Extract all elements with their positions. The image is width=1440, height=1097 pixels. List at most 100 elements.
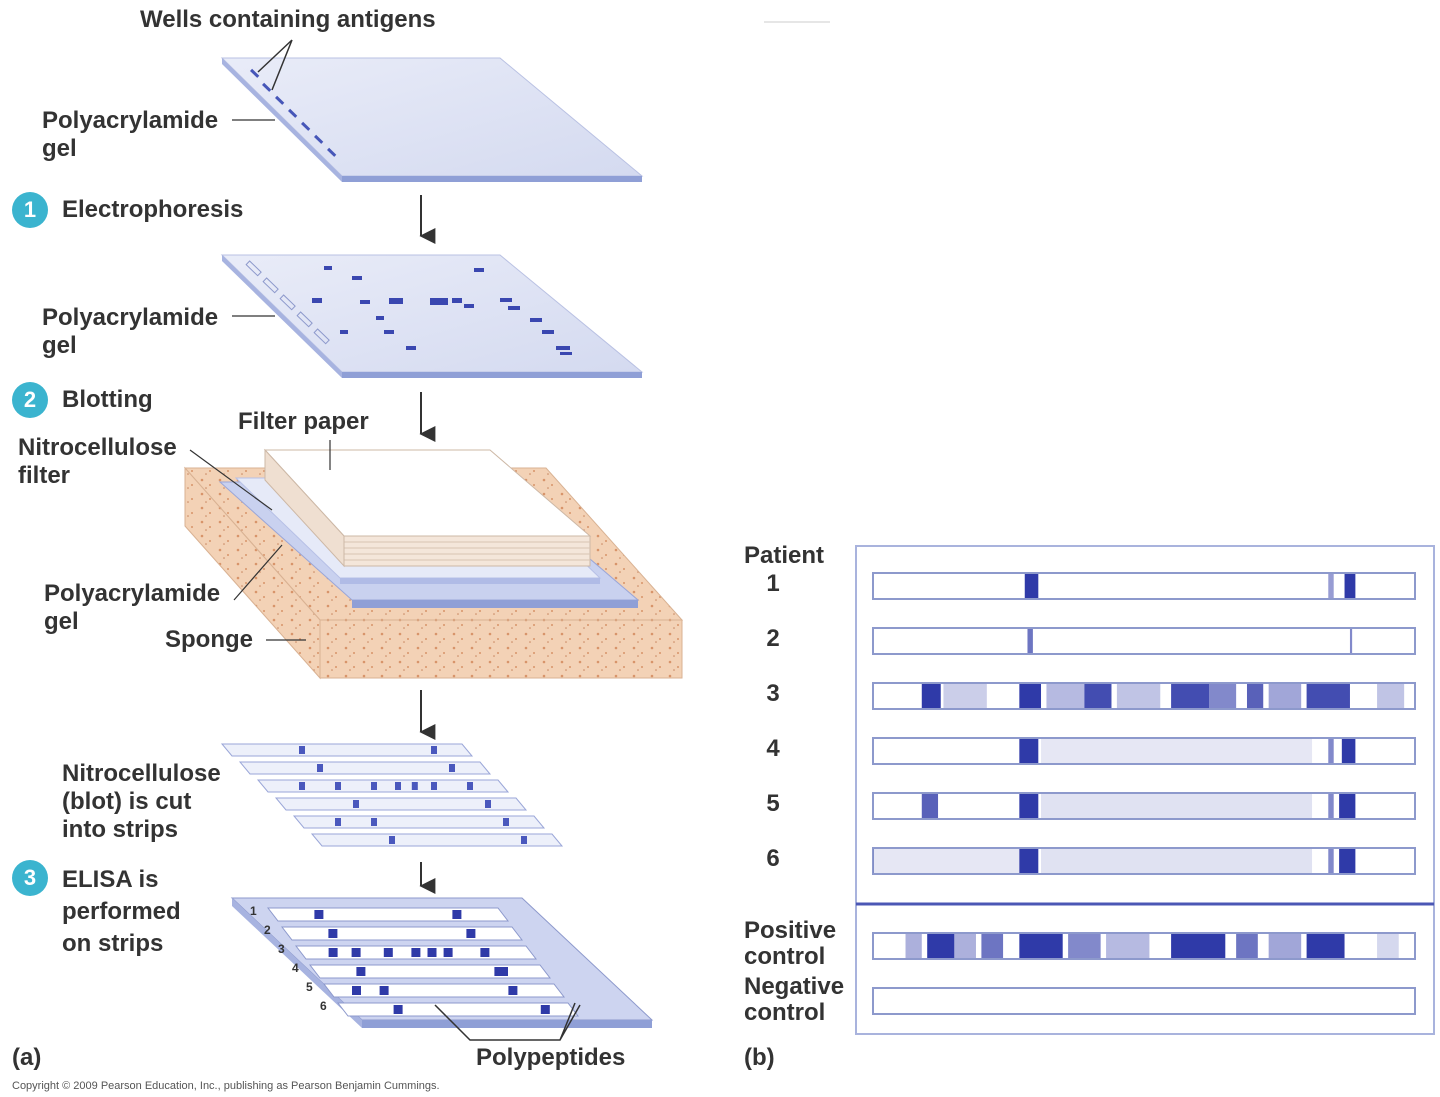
result-band (1116, 684, 1161, 708)
copyright: Copyright © 2009 Pearson Education, Inc.… (12, 1080, 440, 1092)
result-band (954, 934, 976, 958)
tray-band (411, 948, 421, 957)
result-strip (872, 987, 1416, 1015)
step-2-badge: 2 (12, 382, 48, 418)
result-band (1046, 684, 1085, 708)
tray-band (393, 1005, 403, 1014)
strip-band (431, 746, 437, 754)
result-band (1019, 739, 1039, 763)
result-band (1328, 794, 1334, 818)
results-frame (855, 545, 1435, 1035)
patient-number: 3 (766, 680, 780, 707)
sponge-label: Sponge (165, 626, 253, 653)
strip-band (521, 836, 527, 844)
strip-band (317, 764, 323, 772)
tray-band (499, 967, 508, 976)
tray-band (351, 948, 361, 957)
patient-number: 6 (766, 845, 780, 872)
step-2-label: Blotting (62, 386, 153, 413)
result-band (981, 934, 1004, 958)
result-strip (872, 627, 1416, 655)
positive-control-label: Positive control (744, 917, 837, 970)
patient-header: Patient (744, 542, 825, 569)
cut-strip (274, 797, 528, 811)
result-band (1027, 629, 1033, 653)
strip-band (395, 782, 401, 790)
step-3-label: ELISA is performed on strips (62, 866, 181, 957)
result-band (1019, 794, 1039, 818)
gel-label-2: Polyacrylamide gel (42, 304, 219, 359)
tray-band (452, 910, 462, 919)
strip-band (411, 782, 418, 790)
nitro-filter-label: Nitrocellulose filter (18, 434, 177, 489)
result-band (1328, 574, 1334, 598)
result-band (1341, 739, 1356, 763)
strip-band (371, 818, 377, 826)
result-band (1344, 574, 1356, 598)
step-3-badge: 3 (12, 860, 48, 896)
result-band (1377, 684, 1405, 708)
result-strip (872, 572, 1416, 600)
tray-strip (280, 926, 524, 941)
tray-band (379, 986, 389, 995)
result-band (921, 794, 939, 818)
result-band (943, 684, 987, 708)
result-band (1377, 934, 1399, 958)
tray-band (328, 948, 338, 957)
strip-band (335, 782, 341, 790)
result-strip (872, 737, 1416, 765)
tray-band (494, 967, 504, 976)
cut-strip (310, 833, 564, 847)
gel3-pointer (233, 544, 283, 601)
result-band (1041, 794, 1313, 818)
result-strips (872, 572, 1416, 1015)
tray-number: 5 (306, 980, 313, 994)
result-band (1268, 684, 1302, 708)
strip-band (371, 782, 377, 790)
panel-b-tag: (b) (744, 1044, 775, 1071)
strip-band (389, 836, 395, 844)
cut-strip (238, 761, 492, 775)
negative-control-label: Negative control (744, 973, 845, 1026)
nitro-filter-pointer (189, 449, 273, 511)
gel-label-3: Polyacrylamide gel (44, 580, 221, 635)
tray-band (480, 948, 490, 957)
strip-band (299, 782, 305, 790)
polypeptides-pointer (434, 1002, 581, 1041)
tray-number: 4 (292, 961, 299, 975)
result-band (1106, 934, 1150, 958)
result-band (1171, 934, 1226, 958)
result-band (873, 849, 1020, 873)
wells-pointer (257, 39, 293, 91)
filter-paper-label: Filter paper (238, 408, 369, 435)
result-band (921, 684, 941, 708)
tray-band (352, 986, 361, 995)
strip-band (485, 800, 491, 808)
patient-number: 2 (766, 625, 780, 652)
tray-band (383, 948, 393, 957)
patient-number: 1 (766, 570, 780, 597)
wells-label: Wells containing antigens (140, 6, 436, 33)
result-band (1209, 684, 1237, 708)
tray-number: 1 (250, 904, 257, 918)
step-1-label: Electrophoresis (62, 196, 244, 223)
panel-a-tag: (a) (12, 1044, 42, 1071)
result-strip (872, 792, 1416, 820)
cut-strips (220, 743, 564, 847)
strip-band (467, 782, 473, 790)
strips-label: Nitrocellulose (blot) is cut into strips (62, 760, 221, 843)
tray-strip (308, 964, 552, 979)
gel-label-1: Polyacrylamide gel (42, 107, 219, 162)
result-band (905, 934, 922, 958)
result-band (1349, 629, 1353, 653)
strip-band (503, 818, 509, 826)
result-strip (872, 847, 1416, 875)
result-band (927, 934, 955, 958)
tray-band (356, 967, 366, 976)
tray-band (314, 910, 324, 919)
gel-with-wells (220, 57, 644, 182)
result-band (1019, 849, 1039, 873)
result-band (1068, 934, 1101, 958)
result-band (1041, 849, 1313, 873)
